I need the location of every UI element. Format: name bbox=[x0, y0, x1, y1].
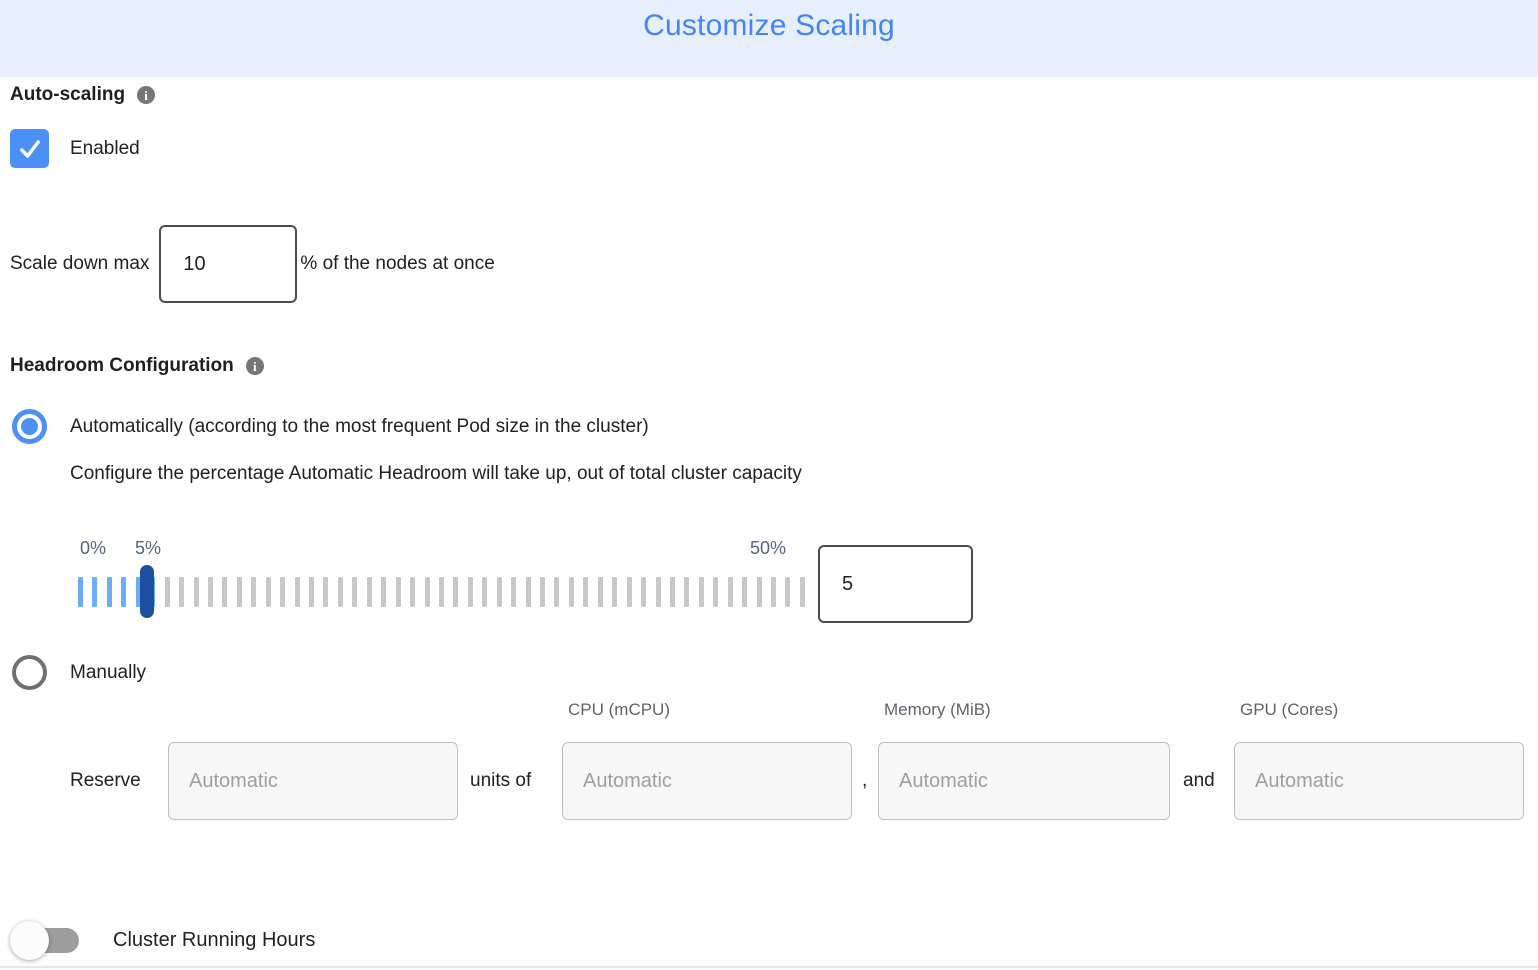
scale-down-max-input[interactable] bbox=[159, 225, 298, 303]
automatic-option-label: Automatically (according to the most fre… bbox=[70, 415, 649, 437]
slider-tick bbox=[438, 577, 444, 607]
slider-tick bbox=[727, 577, 733, 607]
slider-tick bbox=[511, 577, 517, 607]
column-header-gpu: GPU (Cores) bbox=[1240, 700, 1339, 719]
slider-tick bbox=[207, 577, 213, 607]
column-header-memory: Memory (MiB) bbox=[884, 700, 991, 719]
slider-tick bbox=[381, 577, 387, 607]
slider-tick bbox=[496, 577, 502, 607]
slider-current-value-label: 5% bbox=[134, 538, 162, 558]
manual-reserve-row: Reserve units of , and bbox=[0, 742, 1538, 820]
slider-tick bbox=[92, 577, 98, 607]
slider-tick bbox=[121, 577, 127, 607]
slider-tick bbox=[366, 577, 372, 607]
cluster-running-hours-toggle[interactable] bbox=[10, 920, 79, 960]
automatic-radio[interactable] bbox=[12, 409, 47, 444]
slider-tick bbox=[669, 577, 675, 607]
reserve-memory-input[interactable] bbox=[878, 742, 1170, 820]
slider-tick bbox=[395, 577, 401, 607]
slider-tick bbox=[251, 577, 257, 607]
slider-tick bbox=[410, 577, 416, 607]
bottom-divider bbox=[0, 966, 1538, 968]
reserve-units-input[interactable] bbox=[168, 742, 458, 820]
enabled-checkbox[interactable] bbox=[10, 129, 49, 168]
slider-tick bbox=[280, 577, 286, 607]
slider-tick bbox=[352, 577, 358, 607]
slider-tick bbox=[164, 577, 170, 607]
slider-track[interactable] bbox=[78, 577, 805, 607]
slider-tick bbox=[655, 577, 661, 607]
column-header-cpu: CPU (mCPU) bbox=[568, 700, 670, 719]
slider-tick bbox=[771, 577, 776, 607]
slider-tick bbox=[785, 577, 791, 607]
scale-down-prefix-label: Scale down max bbox=[10, 253, 150, 274]
reserve-label: Reserve bbox=[70, 770, 141, 791]
slider-tick bbox=[482, 577, 488, 607]
slider-tick bbox=[309, 577, 314, 607]
comma-separator: , bbox=[862, 770, 868, 791]
slider-tick bbox=[684, 577, 690, 607]
slider-tick bbox=[78, 577, 83, 607]
slider-tick bbox=[337, 577, 343, 607]
slider-tick bbox=[568, 577, 574, 607]
slider-tick bbox=[713, 577, 719, 607]
units-of-label: units of bbox=[470, 770, 532, 791]
slider-tick bbox=[698, 577, 704, 607]
autoscaling-section-header: Auto-scaling i bbox=[10, 84, 156, 106]
cluster-running-hours-label: Cluster Running Hours bbox=[113, 928, 316, 951]
slider-tick bbox=[265, 577, 271, 607]
checkmark-icon bbox=[16, 135, 44, 163]
slider-tick bbox=[453, 577, 459, 607]
reserve-cpu-input[interactable] bbox=[562, 742, 852, 820]
autoscaling-label: Auto-scaling bbox=[10, 84, 126, 105]
headroom-label: Headroom Configuration bbox=[10, 355, 234, 376]
headroom-section-header: Headroom Configuration i bbox=[10, 355, 264, 377]
headroom-percentage-input[interactable] bbox=[818, 545, 973, 623]
cluster-running-hours-row: Cluster Running Hours bbox=[10, 920, 316, 960]
panel-header: Customize Scaling bbox=[0, 0, 1538, 77]
slider-handle[interactable] bbox=[140, 565, 154, 618]
slider-tick bbox=[597, 577, 603, 607]
manually-radio[interactable] bbox=[12, 655, 47, 690]
slider-tick bbox=[323, 577, 329, 607]
info-icon[interactable]: i bbox=[245, 357, 264, 375]
and-separator: and bbox=[1183, 770, 1215, 791]
slider-tick bbox=[179, 577, 185, 607]
headroom-manual-option: Manually bbox=[12, 655, 146, 690]
slider-min-label: 0% bbox=[79, 538, 107, 558]
slider-tick bbox=[135, 577, 141, 607]
slider-tick bbox=[540, 577, 545, 607]
slider-tick bbox=[641, 577, 647, 607]
enabled-label: Enabled bbox=[70, 137, 140, 159]
slider-tick bbox=[106, 577, 112, 607]
autoscaling-enabled-row: Enabled bbox=[10, 129, 140, 168]
scale-down-suffix-label: % of the nodes at once bbox=[300, 253, 495, 274]
automatic-option-description: Configure the percentage Automatic Headr… bbox=[70, 463, 802, 484]
slider-tick bbox=[583, 577, 589, 607]
reserve-gpu-input[interactable] bbox=[1234, 742, 1524, 820]
slider-tick bbox=[799, 577, 805, 607]
slider-tick bbox=[554, 577, 560, 607]
slider-tick bbox=[236, 577, 242, 607]
slider-tick bbox=[612, 577, 618, 607]
slider-tick bbox=[525, 577, 531, 607]
slider-tick bbox=[626, 577, 632, 607]
slider-tick bbox=[424, 577, 430, 607]
headroom-automatic-option: Automatically (according to the most fre… bbox=[12, 409, 649, 444]
manually-option-label: Manually bbox=[70, 661, 147, 683]
toggle-knob[interactable] bbox=[10, 920, 49, 960]
info-icon[interactable]: i bbox=[137, 86, 156, 104]
slider-tick bbox=[294, 577, 300, 607]
headroom-percentage-slider-area: 0% 5% 50% bbox=[0, 538, 1000, 628]
slider-tick bbox=[756, 577, 762, 607]
slider-tick bbox=[193, 577, 199, 607]
radio-dot bbox=[21, 418, 38, 435]
page-title: Customize Scaling bbox=[643, 9, 895, 42]
slider-tick bbox=[467, 577, 473, 607]
slider-tick bbox=[222, 577, 228, 607]
slider-tick bbox=[742, 577, 748, 607]
scale-down-row: Scale down max % of the nodes at once bbox=[10, 225, 495, 303]
slider-max-label: 50% bbox=[749, 538, 787, 558]
